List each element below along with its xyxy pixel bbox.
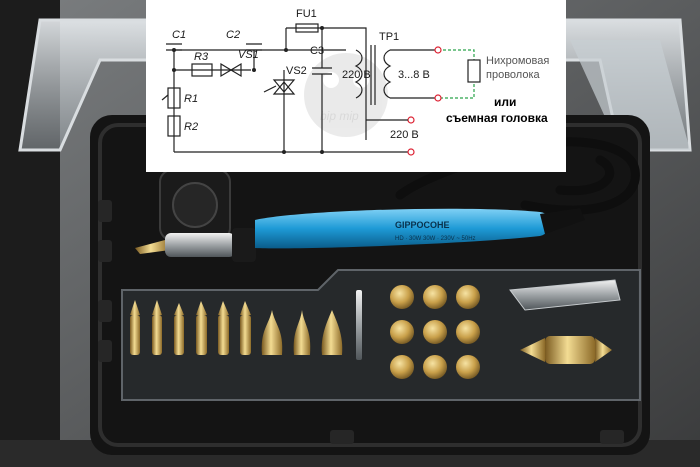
label-alt-head: съемная головка (446, 111, 548, 125)
label-mains-voltage: 220 В (390, 129, 419, 141)
iron-handle (255, 208, 552, 249)
label-load-line1: Нихромовая (486, 55, 549, 67)
iron-collar (232, 228, 256, 262)
label-c1: C1 (172, 29, 186, 41)
nichrome-load (467, 59, 481, 83)
schematic-background (146, 0, 566, 172)
soldering-iron: GIPPOCOHE HD · 30W 30W · 230V ~ 50Hz (135, 208, 585, 262)
label-load-line2: проволока (486, 69, 541, 81)
inner-tray (121, 269, 641, 401)
label-tp1: TP1 (379, 31, 399, 43)
iron-brand: GIPPOCOHE (395, 220, 450, 230)
label-r1: R1 (184, 93, 198, 105)
iron-spec: HD · 30W 30W · 230V ~ 50Hz (395, 236, 476, 242)
label-fu1: FU1 (296, 8, 317, 20)
lid-inner-right (570, 40, 690, 150)
label-vs1: VS1 (238, 49, 259, 61)
label-r3: R3 (194, 51, 209, 63)
circuit-schematic: bip mip (146, 0, 566, 172)
svg-text:bip mip: bip mip (320, 109, 359, 123)
hobby-blade (509, 279, 621, 311)
label-c3: C3 (310, 45, 324, 57)
case-hinges (98, 200, 624, 444)
iron-barrel (165, 233, 235, 257)
solder-tips (130, 290, 362, 360)
label-c2: C2 (226, 29, 240, 41)
knurled-adapter (520, 336, 612, 364)
iron-strain-relief (540, 208, 585, 234)
label-primary-voltage: 220 В (342, 69, 371, 81)
label-secondary-voltage: 3...8 В (398, 69, 430, 81)
label-r2: R2 (184, 121, 198, 133)
label-or: или (494, 95, 516, 109)
iron-tip (135, 240, 170, 254)
label-vs2: VS2 (286, 65, 307, 77)
nozzle-grid (390, 285, 480, 379)
